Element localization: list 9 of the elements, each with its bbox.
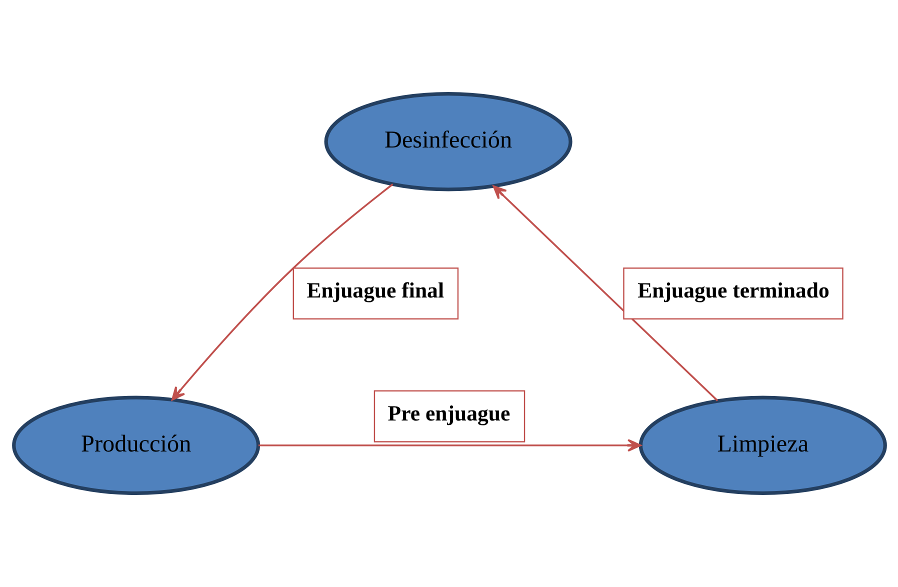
- arrow: [492, 185, 718, 402]
- node-ellipse: Producción: [12, 396, 260, 495]
- edge-label: Enjuague terminado: [637, 278, 829, 303]
- node-ellipse: Desinfección: [324, 92, 572, 192]
- node-ellipse: Limpieza: [638, 396, 886, 495]
- edge-label: Pre enjuague: [387, 401, 510, 426]
- edge-label: Enjuague final: [306, 278, 444, 303]
- arrow: [258, 439, 641, 452]
- arrow: [170, 184, 393, 401]
